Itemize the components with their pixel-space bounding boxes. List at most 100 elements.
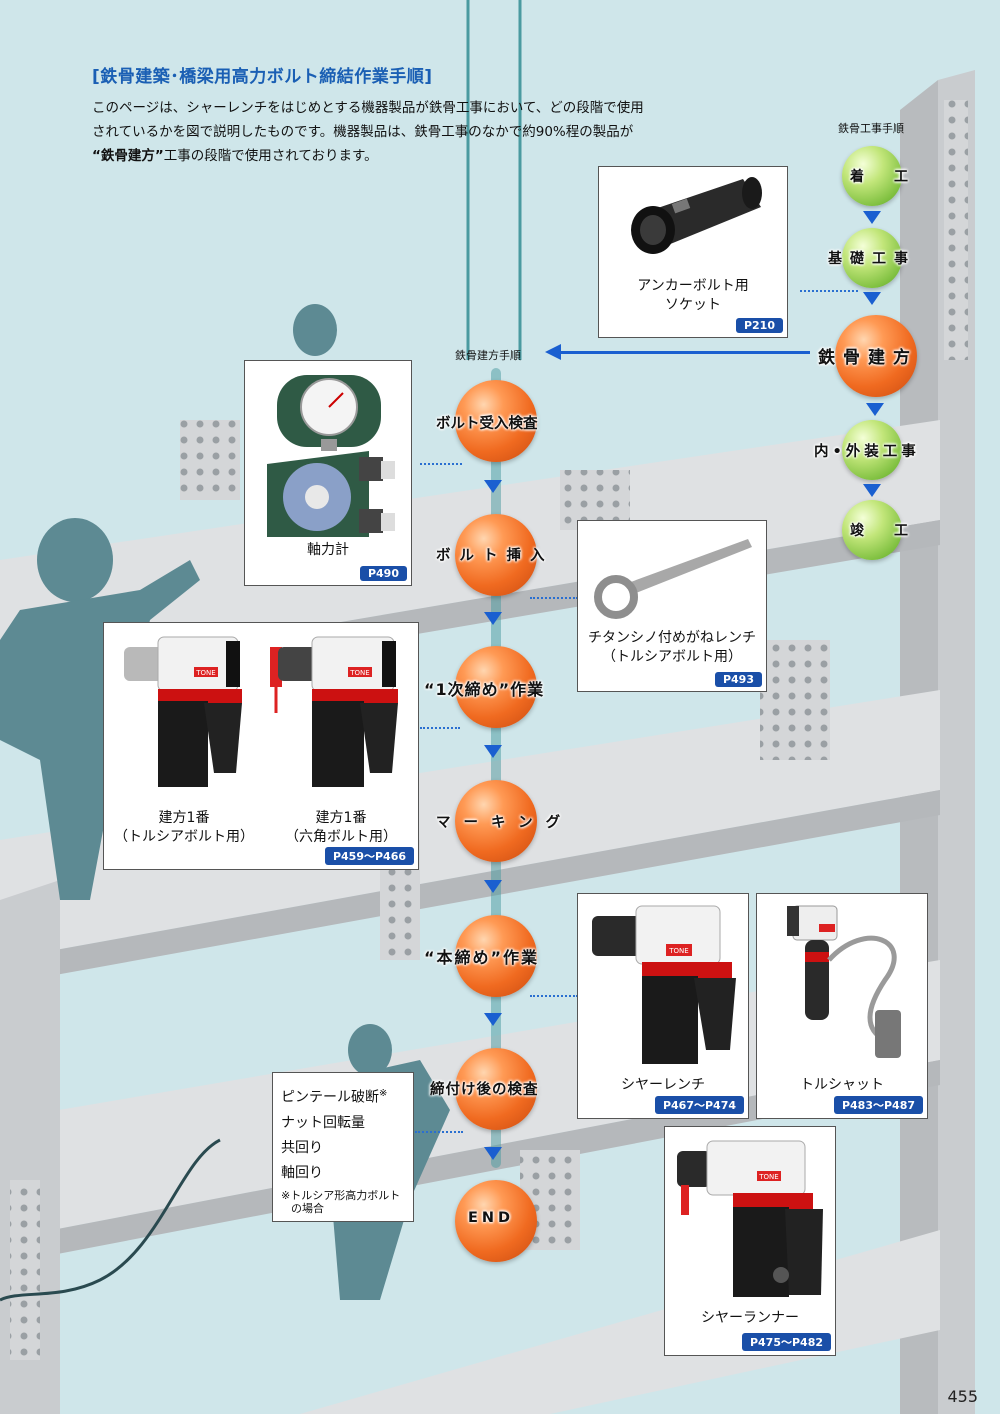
connector-inspection <box>415 1131 463 1133</box>
arrow-down-icon <box>484 1147 502 1160</box>
page-ref-badge[interactable]: P493 <box>714 672 762 687</box>
product-label: 軸力計 <box>307 542 349 558</box>
note-mark: ※ <box>379 1088 388 1099</box>
brand-mark: TONE <box>349 669 369 677</box>
page-ref-badge[interactable]: P467～P474 <box>654 1096 744 1114</box>
product-label-line-1: アンカーボルト用 <box>637 278 749 294</box>
product-label-line-1: チタンシノ付めがねレンチ <box>588 630 756 646</box>
connector-gauge <box>420 463 462 465</box>
product-label: アンカーボルト用 ソケット <box>599 277 787 315</box>
sub-step-5: “本締め”作業 <box>424 948 540 967</box>
page-ref-badge[interactable]: P483～P487 <box>833 1096 923 1114</box>
brand-mark: TONE <box>668 947 688 955</box>
sub-step-7: END <box>468 1210 515 1226</box>
brand-mark: TONE <box>195 669 215 677</box>
inspection-list: ピンテール破断※ ナット回転量 共回り 軸回り <box>281 1081 387 1186</box>
product-label: シヤーランナー <box>701 1310 799 1326</box>
product-label: チタンシノ付めがねレンチ （トルシアボルト用） <box>578 629 766 667</box>
inspection-items-card: ピンテール破断※ ナット回転量 共回り 軸回り ※トルシア形高力ボルト の場合 <box>272 1072 414 1222</box>
product-card-axial-gauge[interactable]: 軸力計 P490 <box>244 360 412 586</box>
page-ref-badge[interactable]: P490 <box>359 566 407 581</box>
inspection-item: ピンテール破断※ <box>281 1081 387 1111</box>
inspection-item-text: ピンテール破断 <box>281 1089 379 1106</box>
intro-line-3: “鉄骨建方”工事の段階で使用されております。 <box>92 144 732 168</box>
main-step-4: 内•外装工事 <box>814 444 920 460</box>
inspection-item: 軸回り <box>281 1164 323 1181</box>
main-step-2: 基礎工事 <box>828 251 916 267</box>
page-ref-badge[interactable]: P210 <box>735 318 783 333</box>
arrow-down-icon <box>484 880 502 893</box>
arrow-down-icon <box>484 612 502 625</box>
connector-socket <box>800 290 858 292</box>
sub-flow-heading: 鉄骨建方手順 <box>455 349 521 362</box>
product-label: シヤーレンチ <box>621 1077 705 1093</box>
page-ref-badge[interactable]: P459～P466 <box>324 847 414 865</box>
sub-step-1: ボルト受入検査 <box>436 416 538 432</box>
product-label-line-1: 建方1番 <box>315 810 367 826</box>
sub-step-ball-1 <box>455 380 537 462</box>
main-step-3: 鉄骨建方 <box>818 348 918 368</box>
product-card-titanium-wrench[interactable]: チタンシノ付めがねレンチ （トルシアボルト用） P493 <box>577 520 767 692</box>
product-label-b: 建方1番 （六角ボルト用） <box>262 809 420 847</box>
product-label: トルシャット <box>800 1077 884 1093</box>
arrow-down-icon <box>863 484 881 497</box>
inspection-item: ナット回転量 <box>281 1114 365 1131</box>
page-title: [鉄骨建築･橋梁用高力ボルト締結作業手順] <box>92 67 433 87</box>
main-step-5: 竣 工 <box>850 523 916 539</box>
sub-step-ball-5 <box>455 915 537 997</box>
product-label-line-2: （六角ボルト用） <box>285 829 397 845</box>
intro-line-2: されているかを図で説明したものです。機器製品は、鉄骨工事のなかで約90%程の製品… <box>92 124 634 140</box>
sub-step-ball-2 <box>455 514 537 596</box>
product-label-line-2: （トルシアボルト用） <box>114 829 254 845</box>
main-step-ball-1 <box>842 146 902 206</box>
connector-wrench <box>530 597 578 599</box>
sub-step-ball-3 <box>455 646 537 728</box>
product-card-tatekata[interactable]: TONE TONE 建方1番 （トルシアボルト用） 建方1番 （六角ボルト用） … <box>103 622 419 870</box>
inspection-note-line-1: ※トルシア形高力ボルト <box>281 1189 401 1202</box>
socket-icon <box>631 177 762 254</box>
sub-step-2: ボルト挿入 <box>436 548 554 564</box>
connector-tatekata <box>420 727 460 729</box>
link-arrow-line <box>560 351 810 354</box>
intro-line-1: このページは、シャーレンチをはじめとする機器製品が鉄骨工事において、どの段階で使… <box>92 100 644 116</box>
page-ref-badge[interactable]: P475～P482 <box>741 1333 831 1351</box>
intro-line-3-rest: 工事の段階で使用されております。 <box>163 148 378 164</box>
sub-step-3: “1次締め”作業 <box>424 680 545 699</box>
product-label-line-2: （トルシアボルト用） <box>602 649 742 665</box>
main-step-ball-3 <box>835 315 917 397</box>
main-flow-heading: 鉄骨工事手順 <box>838 122 904 135</box>
arrow-left-icon <box>545 344 561 360</box>
product-card-shear-wrench[interactable]: TONE シヤーレンチ P467～P474 <box>577 893 749 1119</box>
page-number: 455 <box>947 1387 978 1406</box>
wrench-icon <box>594 539 752 619</box>
inspection-note-line-2: の場合 <box>291 1202 324 1215</box>
shear-runner-icon: TONE <box>677 1140 823 1297</box>
product-card-torushat[interactable]: トルシャット P483～P487 <box>756 893 928 1119</box>
connector-shear <box>530 995 578 997</box>
sub-step-ball-7 <box>455 1180 537 1262</box>
sub-step-6: 締付け後の検査 <box>430 1082 539 1098</box>
product-label-a: 建方1番 （トルシアボルト用） <box>104 809 264 847</box>
tatekata-tool-a-icon: TONE <box>124 636 242 787</box>
arrow-down-icon <box>484 1013 502 1026</box>
flow-cable <box>491 368 501 1168</box>
main-step-ball-5 <box>842 500 902 560</box>
arrow-down-icon <box>863 211 881 224</box>
sub-step-ball-6 <box>455 1048 537 1130</box>
torushat-icon <box>787 905 901 1058</box>
product-card-shear-runner[interactable]: TONE シヤーランナー P475～P482 <box>664 1126 836 1356</box>
brand-mark: TONE <box>758 1173 778 1181</box>
tatekata-tool-b-icon: TONE <box>270 636 398 787</box>
sub-step-ball-4 <box>455 780 537 862</box>
arrow-down-icon <box>484 745 502 758</box>
main-step-ball-2 <box>842 228 902 288</box>
inspection-note: ※トルシア形高力ボルト の場合 <box>281 1189 400 1215</box>
arrow-down-icon <box>863 292 881 305</box>
product-card-anchor-socket[interactable]: アンカーボルト用 ソケット P210 <box>598 166 788 338</box>
arrow-down-icon <box>484 480 502 493</box>
gauge-icon <box>267 375 395 537</box>
inspection-item: 共回り <box>281 1139 323 1156</box>
product-label-line-2: ソケット <box>665 297 721 313</box>
shear-wrench-icon: TONE <box>592 905 736 1064</box>
